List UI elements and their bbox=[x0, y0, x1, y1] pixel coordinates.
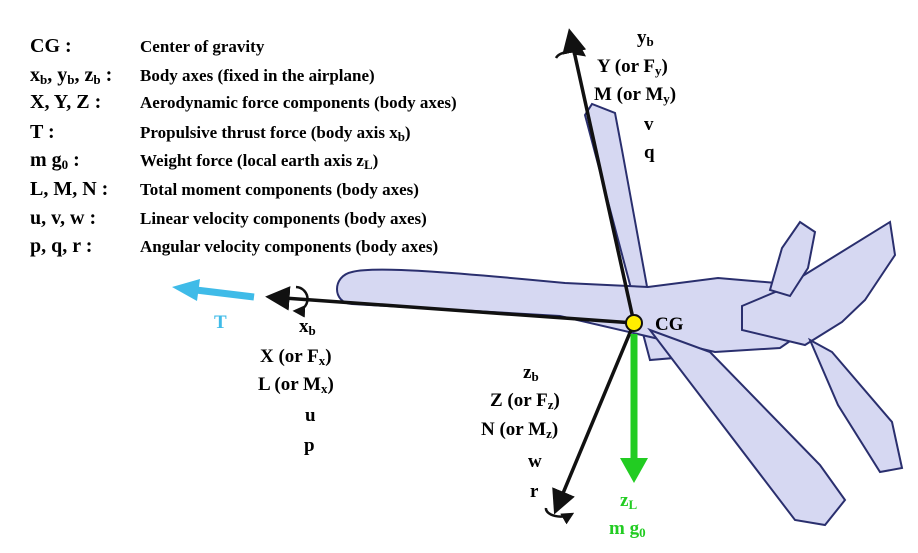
legend-desc-angular-velocity: Angular velocity components (body axes) bbox=[140, 237, 438, 256]
y-axis-labels: yb Y (or Fy) M (or My) v q bbox=[594, 27, 676, 163]
z-rotation-arrow-icon bbox=[544, 507, 575, 525]
x-axis-labels: T xb X (or Fx) L (or Mx) u p bbox=[214, 312, 334, 456]
legend-desc-aero-forces: Aerodynamic force components (body axes) bbox=[140, 93, 457, 112]
z-axis-velocity: w bbox=[528, 451, 542, 472]
y-axis-force: Y (or Fy) bbox=[597, 56, 668, 78]
legend-desc-weight: Weight force (local earth axis zL) bbox=[140, 151, 378, 172]
z-axis-moment: N (or Mz) bbox=[481, 419, 558, 441]
legend-key-cg: CG : bbox=[30, 35, 72, 57]
airplane-horizontal-tail-lower bbox=[807, 337, 904, 474]
x-axis-force: X (or Fx) bbox=[260, 346, 332, 368]
x-axis-velocity: u bbox=[305, 405, 316, 426]
z-axis-name: zb bbox=[523, 362, 539, 384]
x-body-axis bbox=[265, 286, 635, 325]
cg-point bbox=[625, 314, 643, 332]
legend-desc-thrust: Propulsive thrust force (body axis xb) bbox=[140, 123, 411, 144]
z-axis-force: Z (or Fz) bbox=[490, 390, 560, 412]
legend-key-thrust: T : bbox=[30, 121, 55, 143]
x-rotation-arrow-icon bbox=[292, 285, 309, 318]
airplane-silhouette bbox=[336, 102, 904, 527]
y-axis-moment: M (or My) bbox=[594, 84, 676, 106]
airplane-vertical-tail bbox=[741, 220, 897, 347]
thrust-arrow-icon bbox=[172, 279, 255, 301]
y-axis-name: yb bbox=[637, 27, 654, 49]
z-body-axis bbox=[552, 322, 636, 515]
legend-desc-cg: Center of gravity bbox=[140, 37, 265, 56]
y-axis-velocity: v bbox=[644, 114, 654, 135]
z-axis-rate: r bbox=[530, 481, 539, 502]
legend-desc-body-axes: Body axes (fixed in the airplane) bbox=[140, 66, 375, 85]
legend-key-angular-velocity: p, q, r : bbox=[30, 235, 92, 257]
legend: CG : Center of gravity xb, yb, zb : Body… bbox=[30, 35, 457, 257]
y-body-axis bbox=[562, 28, 636, 324]
x-axis-moment: L (or Mx) bbox=[258, 374, 334, 396]
gravity-arrow-icon bbox=[620, 334, 648, 483]
y-rotation-arrow-icon bbox=[554, 44, 587, 59]
legend-key-moments: L, M, N : bbox=[30, 178, 108, 200]
legend-key-body-axes: xb, yb, zb : bbox=[30, 64, 112, 87]
y-axis-rate: q bbox=[644, 142, 655, 163]
airplane-main-wing bbox=[583, 102, 713, 362]
legend-key-weight: m g0 : bbox=[30, 149, 80, 172]
z-axis-labels: zb Z (or Fz) N (or Mz) w r bbox=[481, 362, 560, 502]
legend-desc-linear-velocity: Linear velocity components (body axes) bbox=[140, 209, 427, 228]
weight-label: m g0 bbox=[609, 518, 646, 540]
airplane-wing-lower bbox=[647, 327, 847, 527]
airplane-horizontal-tail-upper bbox=[768, 220, 817, 298]
airplane-fuselage bbox=[336, 266, 844, 354]
legend-desc-moments: Total moment components (body axes) bbox=[140, 180, 419, 199]
cg-label: CG bbox=[655, 314, 684, 335]
x-axis-rate: p bbox=[304, 435, 315, 456]
legend-key-aero-forces: X, Y, Z : bbox=[30, 91, 101, 113]
x-axis-name: xb bbox=[299, 316, 316, 338]
earth-z-axis-name: zL bbox=[620, 490, 637, 512]
thrust-label: T bbox=[214, 312, 227, 333]
legend-key-linear-velocity: u, v, w : bbox=[30, 207, 96, 229]
